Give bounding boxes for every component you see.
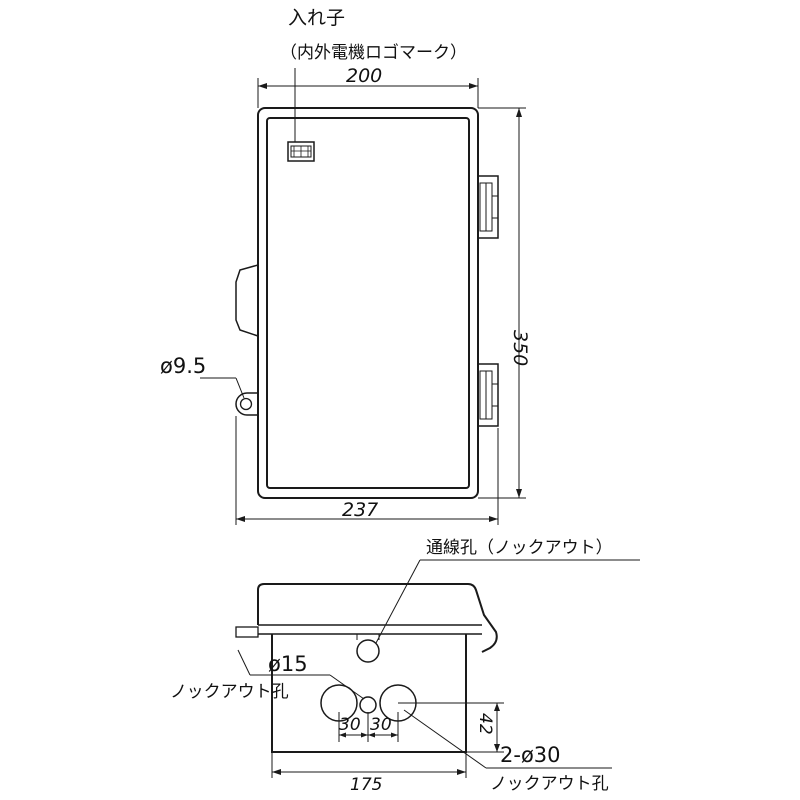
holder-label: 入れ子 bbox=[288, 7, 345, 29]
dim-label-237: 237 bbox=[342, 499, 378, 521]
wiring-knockout bbox=[356, 639, 380, 663]
hinge-tab bbox=[235, 264, 259, 337]
knockout-small-center bbox=[359, 696, 377, 714]
mount-hole-label: ø9.5 bbox=[160, 354, 206, 378]
dim-label-175: 175 bbox=[350, 775, 382, 795]
pitch-label-right: 30 bbox=[370, 715, 392, 735]
small-hole-name-label: ノックアウト孔 bbox=[170, 682, 289, 702]
dim-label-42: 42 bbox=[475, 713, 495, 735]
wiring-hole-label: 通線孔（ノックアウト） bbox=[426, 538, 613, 558]
latch-top bbox=[477, 175, 499, 239]
pitch-label-left: 30 bbox=[339, 715, 361, 735]
front-view bbox=[200, 68, 526, 525]
holder-box bbox=[287, 141, 315, 162]
body-outline bbox=[271, 634, 467, 753]
mounting-hole bbox=[239, 397, 253, 411]
lid-outline bbox=[257, 583, 498, 653]
dim-label-350: 350 bbox=[509, 330, 531, 366]
dim-label-200: 200 bbox=[346, 65, 382, 87]
large-hole-dia-label: 2-ø30 bbox=[500, 743, 561, 767]
small-hole-dia-label: ø15 bbox=[268, 652, 308, 676]
bottom-view bbox=[235, 559, 640, 778]
side-ear bbox=[235, 626, 259, 638]
enclosure-outer bbox=[257, 107, 479, 499]
mounting-ear bbox=[235, 392, 258, 416]
holder-note-label: （内外電機ロゴマーク） bbox=[280, 42, 467, 63]
latch-bottom bbox=[477, 363, 499, 427]
large-hole-name-label: ノックアウト孔 bbox=[490, 774, 609, 794]
cover-panel bbox=[266, 117, 470, 489]
